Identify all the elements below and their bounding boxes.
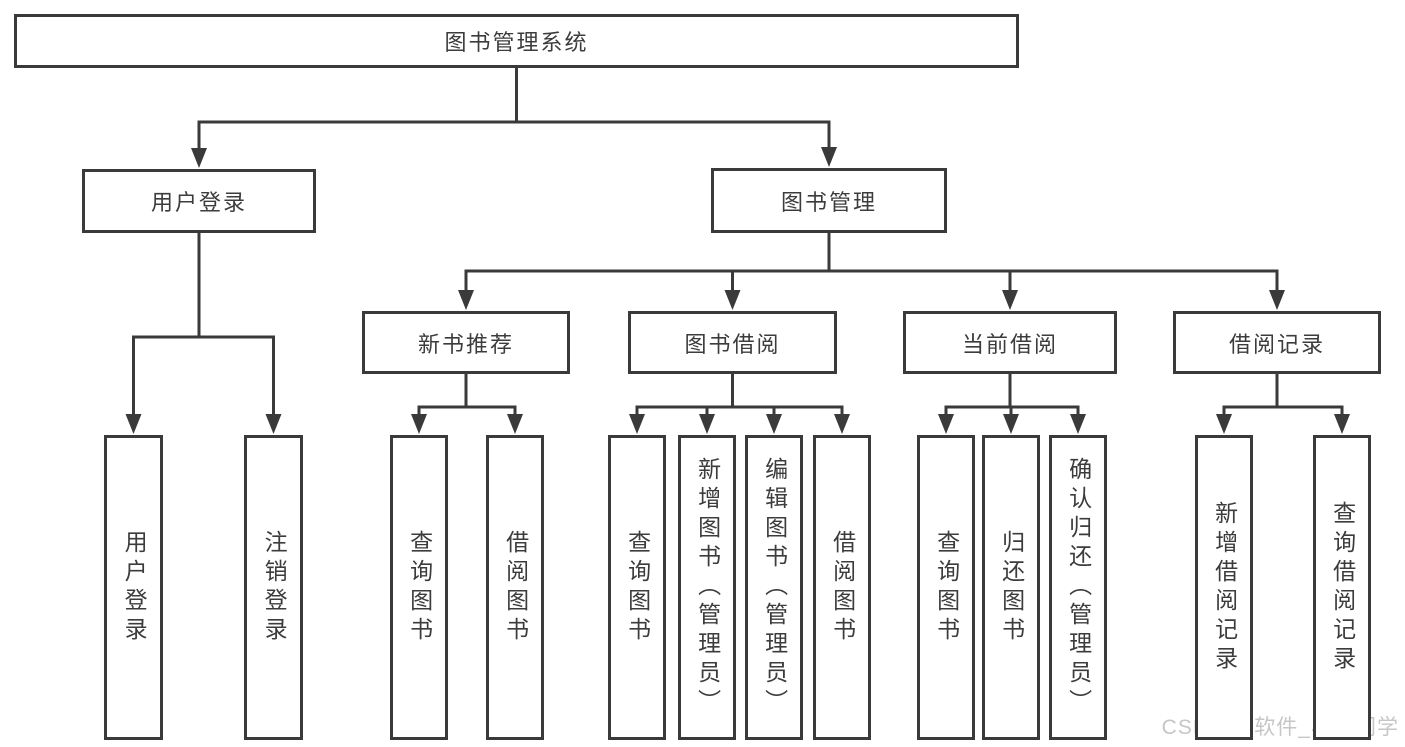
node-root-label: 图书管理系统 bbox=[444, 30, 589, 55]
node-leaf-bb-add-label: 新增图书（管理员） bbox=[694, 457, 721, 718]
arrowhead-new-books bbox=[458, 290, 474, 310]
node-leaf-cb-confirm: 确认归还（管理员） bbox=[1049, 435, 1107, 740]
node-leaf-cb-query-label: 查询图书 bbox=[933, 529, 960, 646]
node-leaf-br-add: 新增借阅记录 bbox=[1195, 435, 1253, 740]
arrowhead-leaf-bb-borrow bbox=[834, 414, 850, 434]
node-leaf-logout: 注销登录 bbox=[244, 435, 303, 740]
node-borrow-records-label: 借阅记录 bbox=[1228, 331, 1325, 357]
node-leaf-cb-return-label: 归还图书 bbox=[998, 529, 1025, 646]
node-current-borrow-label: 当前借阅 bbox=[961, 331, 1058, 357]
arrowhead-book-mgmt bbox=[821, 147, 837, 167]
arrowhead-leaf-logout bbox=[265, 414, 282, 434]
node-leaf-bb-edit: 编辑图书（管理员） bbox=[745, 435, 803, 740]
node-leaf-bb-edit-label: 编辑图书（管理员） bbox=[761, 457, 788, 718]
arrowhead-book-borrow bbox=[724, 290, 741, 310]
arrowhead-borrow-records bbox=[1269, 290, 1285, 310]
arrowhead-leaf-bb-edit bbox=[766, 414, 782, 434]
arrowhead-leaf-bb-add bbox=[699, 414, 715, 434]
node-root: 图书管理系统 bbox=[14, 14, 1019, 68]
node-leaf-user-login: 用户登录 bbox=[104, 435, 163, 740]
node-leaf-bb-add: 新增图书（管理员） bbox=[678, 435, 736, 740]
arrowhead-leaf-cb-confirm bbox=[1070, 414, 1086, 434]
node-new-books: 新书推荐 bbox=[362, 311, 570, 374]
arrowhead-user-login bbox=[191, 148, 207, 168]
arrowhead-leaf-nb-query bbox=[411, 414, 427, 434]
node-leaf-bb-query: 查询图书 bbox=[608, 435, 666, 740]
node-leaf-nb-query-label: 查询图书 bbox=[406, 529, 433, 646]
node-new-books-label: 新书推荐 bbox=[417, 331, 514, 357]
node-book-borrow-label: 图书借阅 bbox=[684, 331, 781, 357]
node-current-borrow: 当前借阅 bbox=[903, 311, 1117, 374]
node-user-login-label: 用户登录 bbox=[150, 190, 247, 215]
node-leaf-br-query-label: 查询借阅记录 bbox=[1329, 500, 1356, 675]
node-leaf-nb-borrow: 借阅图书 bbox=[486, 435, 544, 740]
node-leaf-bb-borrow-label: 借阅图书 bbox=[829, 529, 856, 646]
arrowhead-leaf-cb-return bbox=[1003, 414, 1019, 434]
node-borrow-records: 借阅记录 bbox=[1173, 311, 1381, 374]
node-leaf-cb-return: 归还图书 bbox=[982, 435, 1040, 740]
node-book-mgmt: 图书管理 bbox=[711, 168, 947, 233]
node-leaf-user-login-label: 用户登录 bbox=[121, 529, 148, 646]
node-leaf-br-query: 查询借阅记录 bbox=[1313, 435, 1371, 740]
node-leaf-bb-query-label: 查询图书 bbox=[624, 529, 651, 646]
node-leaf-nb-borrow-label: 借阅图书 bbox=[502, 529, 529, 646]
arrowhead-leaf-bb-query bbox=[629, 414, 645, 434]
arrowhead-leaf-br-query bbox=[1334, 414, 1350, 434]
node-leaf-br-add-label: 新增借阅记录 bbox=[1211, 500, 1238, 675]
arrowhead-leaf-cb-query bbox=[938, 414, 954, 434]
arrowhead-leaf-nb-borrow bbox=[507, 414, 523, 434]
arrowhead-leaf-user-login bbox=[125, 414, 142, 434]
arrowhead-leaf-br-add bbox=[1216, 414, 1232, 434]
node-leaf-nb-query: 查询图书 bbox=[390, 435, 448, 740]
node-leaf-cb-query: 查询图书 bbox=[917, 435, 975, 740]
node-book-borrow: 图书借阅 bbox=[628, 311, 837, 374]
node-leaf-bb-borrow: 借阅图书 bbox=[813, 435, 871, 740]
node-user-login: 用户登录 bbox=[82, 169, 316, 233]
node-book-mgmt-label: 图书管理 bbox=[780, 189, 877, 215]
arrowhead-current-borrow bbox=[1002, 290, 1018, 310]
node-leaf-cb-confirm-label: 确认归还（管理员） bbox=[1065, 457, 1092, 718]
node-leaf-logout-label: 注销登录 bbox=[261, 529, 288, 646]
